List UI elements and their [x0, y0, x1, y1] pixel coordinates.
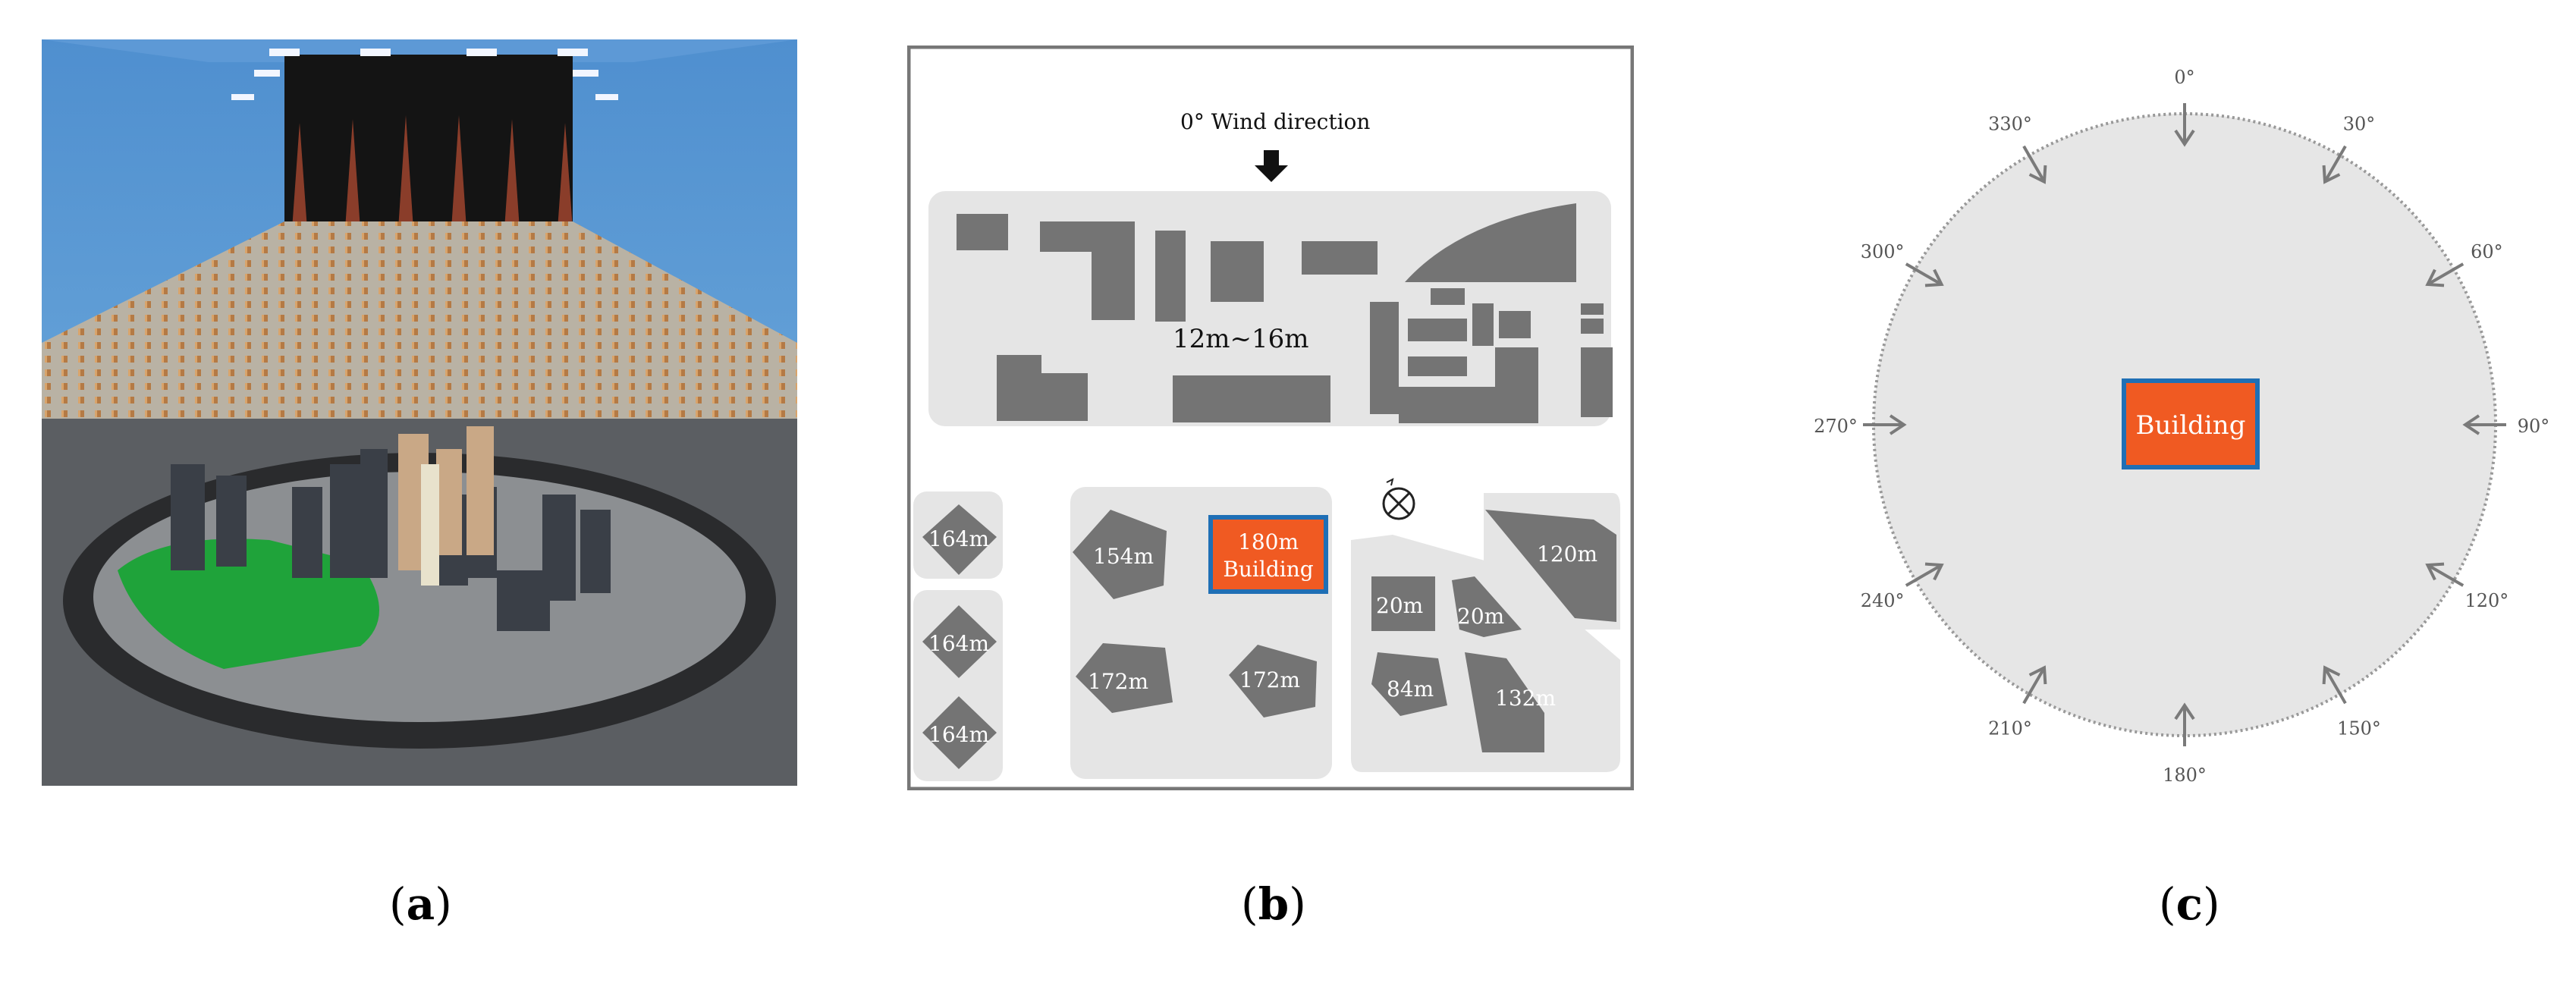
angle-label: 180°: [2163, 765, 2207, 786]
wind-direction-diagram: Building 0° 30° 60° 90° 120° 150° 180° 210° 240°…: [1805, 67, 2564, 796]
height-label: 132m: [1495, 686, 1556, 711]
wind-arrow-shaft: [1905, 564, 1943, 587]
angle-label: 90°: [2518, 416, 2550, 437]
wind-arrow-shaft: [2323, 145, 2347, 183]
wind-arrow-icon: [2174, 129, 2195, 147]
angle-labels: 0° 30° 60° 90° 120° 150° 180° 210° 240° 270° 300° 3…: [1814, 67, 2550, 786]
wind-tunnel-photo: [42, 39, 797, 786]
height-label: 120m: [1537, 542, 1597, 567]
wind-arrow-icon: [2322, 165, 2341, 184]
angle-label: 120°: [2464, 590, 2508, 611]
angle-label: 300°: [1861, 241, 1905, 262]
measurement-point-icon: [1382, 478, 1415, 520]
wind-direction-label: 0° Wind direction: [1180, 109, 1370, 134]
angle-label: 60°: [2471, 241, 2503, 262]
angle-label: 330°: [1988, 114, 2032, 135]
wind-arrow-shaft: [2022, 667, 2046, 705]
wind-arrow-icon: [1889, 414, 1907, 435]
angle-label: 210°: [1988, 718, 2032, 739]
angle-label: 270°: [1814, 416, 1858, 437]
wind-arrow-icon: [2028, 165, 2047, 184]
wind-arrow-shaft: [2323, 667, 2347, 705]
height-label: 164m: [928, 631, 989, 656]
wind-arrow-icon: [2174, 702, 2195, 721]
wind-arrow-icon: [2322, 665, 2341, 685]
angle-label: 30°: [2343, 114, 2376, 135]
height-label: 164m: [928, 722, 989, 747]
angle-label: 0°: [2174, 68, 2194, 88]
direction-arrows: [1863, 103, 2506, 746]
wind-direction-circle: Building 0° 30° 60° 90° 120° 150° 180° 210° 240°…: [1814, 67, 2550, 786]
height-label: 20m: [1457, 604, 1504, 629]
low-rise-blocks: [957, 203, 1613, 423]
site-plan: 0° Wind direction: [906, 45, 1635, 791]
height-label: 154m: [1093, 544, 1154, 569]
angle-label: 240°: [1861, 590, 1905, 611]
target-building: [1208, 515, 1328, 594]
wind-arrow-shaft: [2427, 262, 2464, 286]
height-label: 172m: [1239, 667, 1300, 692]
wind-arrow-icon: [2425, 562, 2445, 581]
caption-a: (a): [389, 878, 452, 930]
caption-b: (b): [1241, 878, 1306, 930]
wind-arrow-shaft: [1905, 262, 1943, 286]
wind-tunnel-illustration: [42, 39, 797, 786]
wind-arrow-icon: [1255, 150, 1288, 182]
wind-arrow-shaft: [2022, 145, 2046, 183]
wind-arrow-icon: [2028, 665, 2047, 685]
height-label: 20m: [1376, 593, 1423, 618]
site-plan-map: 0° Wind direction: [906, 45, 1635, 791]
target-building-label: Building: [1223, 557, 1313, 582]
height-label: 172m: [1088, 669, 1148, 694]
caption-c: (c): [2159, 878, 2220, 930]
angle-label: 150°: [2337, 718, 2381, 739]
wind-arrow-shaft: [2427, 564, 2464, 587]
target-building: [2122, 378, 2260, 469]
building-label: Building: [2136, 410, 2246, 441]
height-label: 84m: [1387, 677, 1434, 702]
target-building-height: 180m: [1238, 529, 1299, 554]
wind-arrow-icon: [1924, 562, 1944, 581]
wind-arrow-icon: [2425, 268, 2445, 287]
wind-arrow-icon: [1924, 268, 1944, 287]
height-label: 164m: [928, 526, 989, 551]
low-rise-height-label: 12m~16m: [1173, 324, 1309, 354]
wind-arrow-icon: [2462, 414, 2480, 435]
